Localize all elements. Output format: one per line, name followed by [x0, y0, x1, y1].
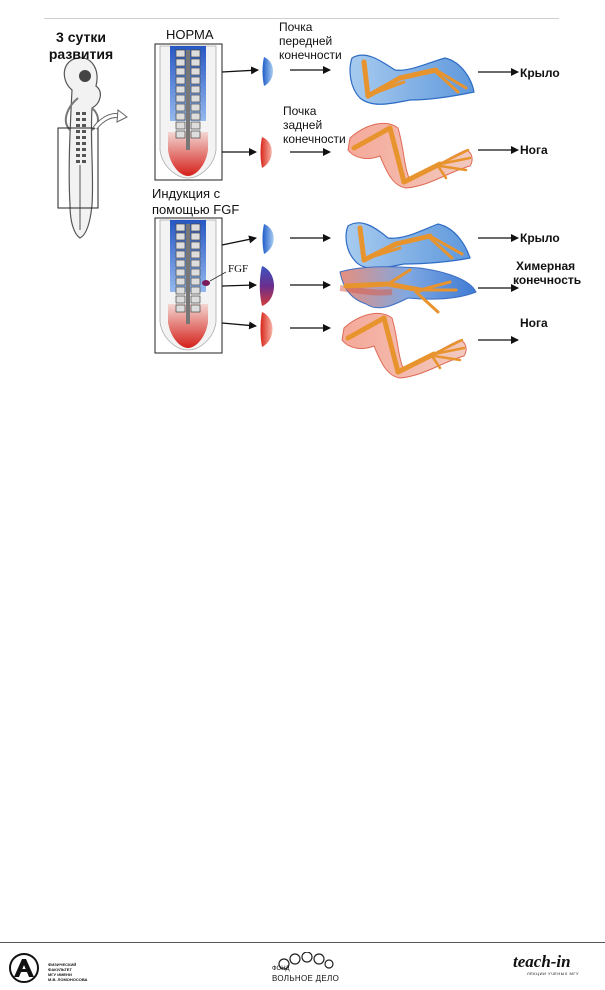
- days-caption-line-1: 3 сутки: [56, 29, 106, 45]
- result-leg-1: Нога: [520, 143, 548, 157]
- norm-label: НОРМА: [166, 27, 214, 42]
- teach-in-wordmark: teach-in: [513, 952, 571, 971]
- embryo-limb-figure: [57, 43, 519, 379]
- result-chimeric-line-2: конечность: [513, 273, 582, 287]
- teach-in-logo: teach-in ЛЕКЦИИ УЧЕНЫХ МГУ: [513, 953, 603, 983]
- forelimb-bud-induced: [262, 224, 274, 254]
- footer-rule: [0, 942, 605, 943]
- induction-label-line-2: помощью FGF: [152, 202, 240, 217]
- result-wing-1: Крыло: [520, 66, 560, 80]
- limb-buds: [259, 57, 274, 347]
- physics-faculty-emblem-icon: [9, 953, 39, 983]
- result-chimeric: Химерная конечность: [513, 259, 581, 287]
- wing-illustration: [349, 54, 475, 105]
- days-caption: 3 сутки развития: [46, 29, 116, 63]
- days-caption-line-2: развития: [48, 46, 114, 62]
- induction-label: Индукция с помощью FGF: [152, 186, 239, 218]
- physics-logo-line-3: МГУ ИМЕНИ: [48, 972, 72, 977]
- fgf-label: FGF: [228, 263, 249, 275]
- embryo-illustration: [57, 57, 128, 239]
- physics-logo-line-4: М.В. ЛОМОНОСОВА: [48, 977, 88, 982]
- volnoe-fond-word: ФОНД: [272, 966, 290, 972]
- hindlimb-bud-label: Почка задней конечности: [283, 104, 346, 146]
- hindlimb-bud-induced: [260, 312, 273, 347]
- norm-embryo-panel: [154, 43, 223, 181]
- volnoe-delo-logo: ФОНД ВОЛЬНОЕ ДЕЛО: [264, 952, 344, 986]
- leg-illustration-induced: [341, 312, 467, 379]
- hindlimb-bud-label-line-2: задней: [283, 118, 323, 132]
- hindlimb-bud-label-line-3: конечности: [283, 132, 346, 146]
- physics-faculty-logo: ФИЗИЧЕСКИЙ ФАКУЛЬТЕТ МГУ ИМЕНИ М.В. ЛОМО…: [4, 953, 94, 983]
- hindlimb-bud-label-line-1: Почка: [283, 104, 317, 118]
- fgf-bead: [202, 280, 210, 286]
- teach-in-tagline: ЛЕКЦИИ УЧЕНЫХ МГУ: [527, 971, 580, 976]
- physics-logo-line-2: ФАКУЛЬТЕТ: [48, 967, 72, 972]
- result-chimeric-line-1: Химерная: [516, 259, 576, 273]
- forelimb-bud-label-line-1: Почка: [279, 20, 313, 34]
- people-circles-icon: [278, 952, 334, 970]
- hindlimb-bud: [260, 137, 272, 168]
- forelimb-bud: [262, 57, 273, 86]
- volnoe-delo-word: ВОЛЬНОЕ ДЕЛО: [272, 974, 340, 983]
- wing-illustration-induced: [345, 222, 471, 269]
- header-rule: [44, 18, 559, 19]
- result-wing-2: Крыло: [520, 231, 560, 245]
- induction-label-line-1: Индукция с: [152, 186, 221, 201]
- forelimb-bud-label-line-3: конечности: [279, 48, 342, 62]
- fgf-embryo-panel: [154, 217, 227, 354]
- leg-illustration: [347, 122, 473, 189]
- chimeric-bud: [259, 266, 274, 306]
- forelimb-bud-label: Почка передней конечности: [279, 20, 342, 62]
- chimeric-limb-illustration: [339, 266, 477, 314]
- arrows: [221, 66, 519, 344]
- result-leg-2: Нога: [520, 316, 548, 330]
- physics-logo-line-1: ФИЗИЧЕСКИЙ: [48, 962, 77, 967]
- forelimb-bud-label-line-2: передней: [279, 34, 333, 48]
